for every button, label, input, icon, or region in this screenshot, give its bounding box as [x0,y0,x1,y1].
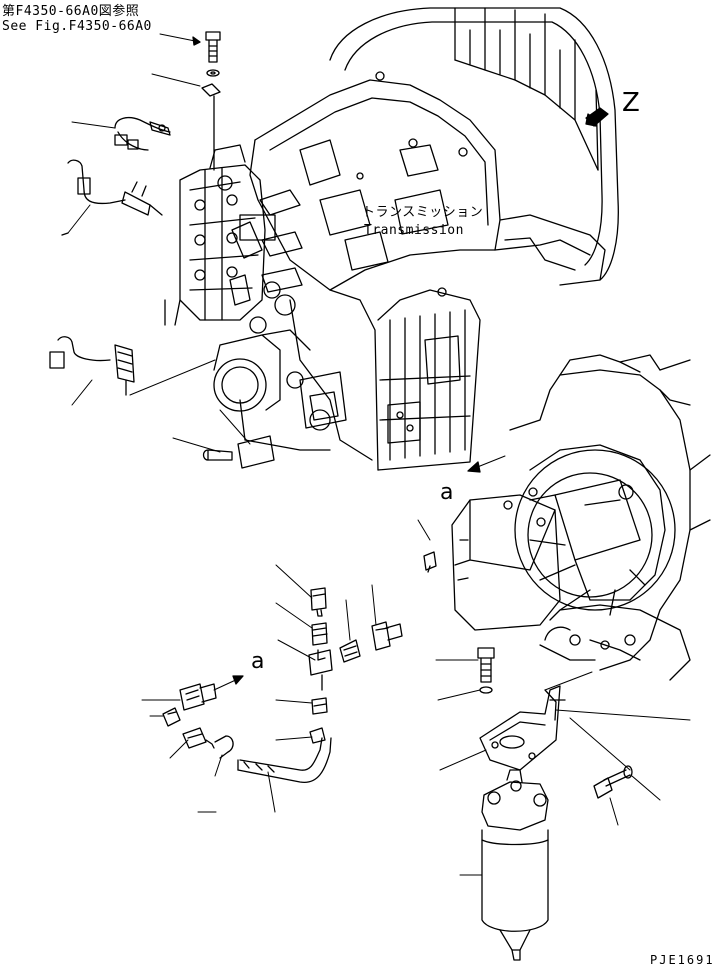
transmission-label-en: Transmission [364,223,464,238]
transmission-label-jp: トランスミッション [362,205,484,220]
marker-a-upper: a [440,480,454,505]
torque-converter-housing [451,354,711,681]
view-marker-z: Z [622,88,641,118]
figure-code: PJE1691 [650,953,715,967]
top-bolt-group [151,31,221,171]
wiring-harness [49,117,216,406]
reference-label-en: See Fig.F4350-66A0 [2,19,152,34]
hose-fittings [141,564,403,813]
filter-assembly [435,647,691,961]
control-valve [164,144,303,334]
nameplate [172,409,275,469]
transmission-housing [213,7,619,471]
housing-bolt [417,519,437,573]
reference-label-jp: 第F4350-66A0図参照 [2,4,140,19]
marker-a-lower: a [251,649,265,674]
